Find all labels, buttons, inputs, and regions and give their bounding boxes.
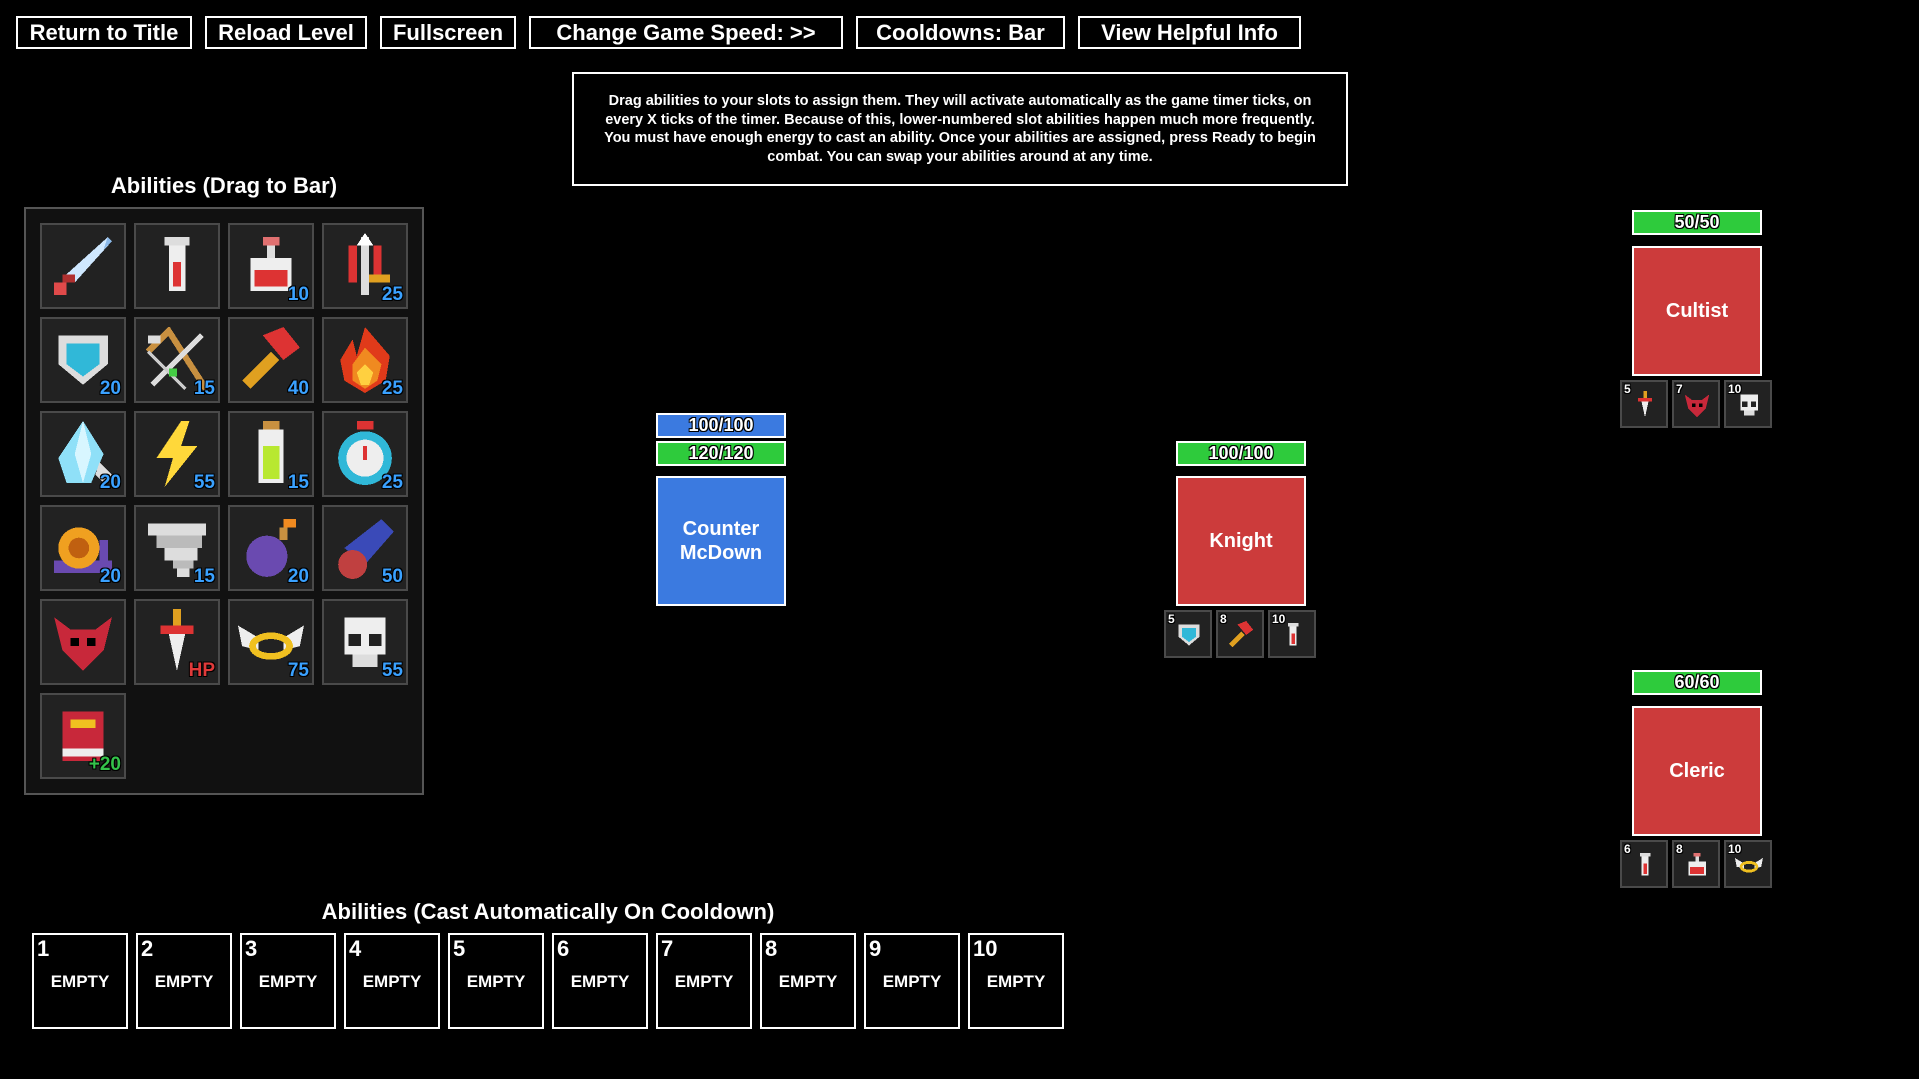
lightning-icon [156,421,198,487]
change-game-speed-button[interactable]: Change Game Speed: >> [529,16,843,49]
palette-slot-book[interactable]: +20 [40,693,126,779]
palette-slot-crossbow[interactable]: 15 [134,317,220,403]
knight-name: Knight [1209,530,1273,552]
cleric-name: Cleric [1669,760,1725,782]
demon-icon [54,617,112,671]
knight-ability-2: 8 [1216,610,1264,658]
knight-health-bar: 100/100 [1176,441,1306,466]
vial-icon [1639,852,1651,876]
palette-slot-hammer[interactable]: 40 [228,317,314,403]
halo-icon [238,625,304,660]
sword-icon [54,237,112,295]
palette-slot-vial[interactable] [134,223,220,309]
book-icon [62,711,104,761]
palette-slot-skull[interactable]: 55 [322,599,408,685]
skull-icon [1740,394,1758,416]
palette-slot-green-vial[interactable]: 15 [228,411,314,497]
knight-ability-1: 5 [1164,610,1212,658]
palette-slot-shield[interactable]: 20 [40,317,126,403]
hammer-icon [1228,621,1254,648]
cleric-health-bar: 60/60 [1632,670,1762,695]
shield-icon [1178,624,1200,646]
fullscreen-button[interactable]: Fullscreen [380,16,516,49]
cultist-unit[interactable]: Cultist [1632,246,1762,376]
hammer-icon [242,327,300,389]
ability-bar-title: Abilities (Cast Automatically On Cooldow… [321,899,775,924]
blood-dagger-icon [1638,391,1652,418]
cultist-ability-2: 7 [1672,380,1720,428]
bomb-icon [246,519,296,577]
player-unit[interactable]: Counter McDown [656,476,786,606]
vial-icon [1287,622,1299,646]
green-vial-icon [258,421,284,483]
demon-icon [1684,394,1710,418]
palette-slot-stopwatch[interactable]: 25 [322,411,408,497]
crystal-icon [58,421,112,483]
halo-icon [1735,858,1763,873]
tornado-icon [148,523,206,577]
player-energy-bar: 100/100 [656,413,786,438]
snail-icon [54,527,112,573]
cultist-ability-1: 5 [1620,380,1668,428]
crossbow-icon [145,327,209,391]
cultist-ability-3: 10 [1724,380,1772,428]
palette-title: Abilities (Drag to Bar) [110,173,338,198]
cultist-health-bar: 50/50 [1632,210,1762,235]
knight-unit[interactable]: Knight [1176,476,1306,606]
stopwatch-icon [338,421,392,485]
vial-icon [164,237,190,291]
potion-icon [250,237,292,291]
palette-slot-cannon[interactable]: 50 [322,505,408,591]
palette-slot-bomb[interactable]: 20 [228,505,314,591]
palette-slot-halo[interactable]: 75 [228,599,314,685]
palette-slot-snail[interactable]: 20 [40,505,126,591]
shield-icon [58,335,108,385]
player-name: Counter McDown [679,518,763,564]
palette-slot-potion[interactable]: 10 [228,223,314,309]
cooldowns-mode-button[interactable]: Cooldowns: Bar [856,16,1065,49]
fire-icon [340,327,390,393]
view-helpful-info-button[interactable]: View Helpful Info [1078,16,1301,49]
palette-slot-crystal[interactable]: 20 [40,411,126,497]
palette-slot-demon[interactable] [40,599,126,685]
skull-icon [344,617,386,667]
cleric-ability-3: 10 [1724,840,1772,888]
reload-level-button[interactable]: Reload Level [205,16,367,49]
palette-slot-fire[interactable]: 25 [322,317,408,403]
cleric-ability-1: 6 [1620,840,1668,888]
palette-slot-tornado[interactable]: 15 [134,505,220,591]
cannon-icon [338,519,394,579]
cultist-name: Cultist [1665,300,1729,322]
instructions-text: Drag abilities to your slots to assign t… [604,93,1316,165]
knight-ability-3: 10 [1268,610,1316,658]
cleric-ability-2: 8 [1672,840,1720,888]
spear-icon [348,233,390,295]
return-to-title-button[interactable]: Return to Title [16,16,192,49]
palette-slot-blood-dagger[interactable]: HP [134,599,220,685]
instructions-box: Drag abilities to your slots to assign t… [572,72,1348,186]
cleric-unit[interactable]: Cleric [1632,706,1762,836]
ability-palette: 10 25 20 15 40 [24,207,424,795]
palette-slot-sword[interactable] [40,223,126,309]
blood-dagger-icon [160,609,194,671]
potion-icon [1688,852,1706,876]
player-health-bar: 120/120 [656,441,786,466]
palette-slot-spear[interactable]: 25 [322,223,408,309]
palette-slot-lightning[interactable]: 55 [134,411,220,497]
